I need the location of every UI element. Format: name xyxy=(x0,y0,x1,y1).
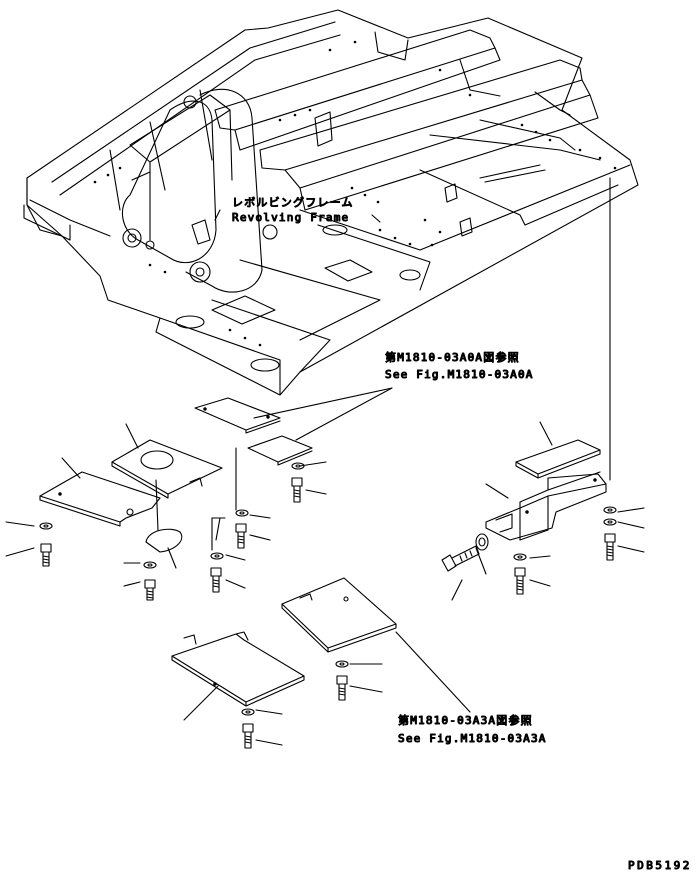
washer xyxy=(235,509,249,517)
washer xyxy=(210,552,224,560)
ref-top-en: See Fig.M1810-03A0A xyxy=(385,368,534,381)
cover-plate-small-a xyxy=(194,397,281,434)
cover-plate-left-large xyxy=(39,471,161,527)
bolt xyxy=(235,523,247,549)
bolt xyxy=(604,533,616,561)
frame-label-en: Revolving Frame xyxy=(232,211,349,224)
bolt-group xyxy=(39,462,617,749)
cover-plate-small-b xyxy=(247,435,313,466)
washer xyxy=(513,553,527,561)
bolt xyxy=(336,675,348,701)
washer xyxy=(603,506,617,514)
cover-plate-bottom-right xyxy=(281,577,397,653)
drawing-code: PDB5192 xyxy=(628,859,692,872)
clip-ring xyxy=(475,533,489,551)
bolt xyxy=(514,567,526,595)
cover-plate-bottom-left xyxy=(171,631,305,707)
cover-lid-round xyxy=(145,528,183,553)
cover-plate-right xyxy=(515,439,601,479)
bolt xyxy=(40,543,52,567)
ref-top-jp: 第M1810-03A0A図参照 xyxy=(385,350,520,364)
bolt xyxy=(291,477,303,503)
washer xyxy=(39,522,53,530)
frame-label-jp: レボルビングフレーム xyxy=(232,195,354,209)
bolt xyxy=(144,579,156,601)
bracket-box xyxy=(485,471,607,541)
ref-bottom-jp: 第M1810-03A3A図参照 xyxy=(398,713,533,727)
bolt xyxy=(210,567,222,593)
washer xyxy=(291,462,305,470)
washer xyxy=(241,708,255,716)
washer xyxy=(603,518,617,526)
bolt xyxy=(242,723,254,749)
leader-lines xyxy=(5,177,645,746)
washer xyxy=(143,561,157,569)
washer xyxy=(335,660,349,668)
cover-plate-left-upper xyxy=(111,439,223,499)
revolving-frame xyxy=(23,9,639,396)
bolt-horizontal xyxy=(441,545,480,572)
ref-bottom-en: See Fig.M1810-03A3A xyxy=(398,732,547,745)
